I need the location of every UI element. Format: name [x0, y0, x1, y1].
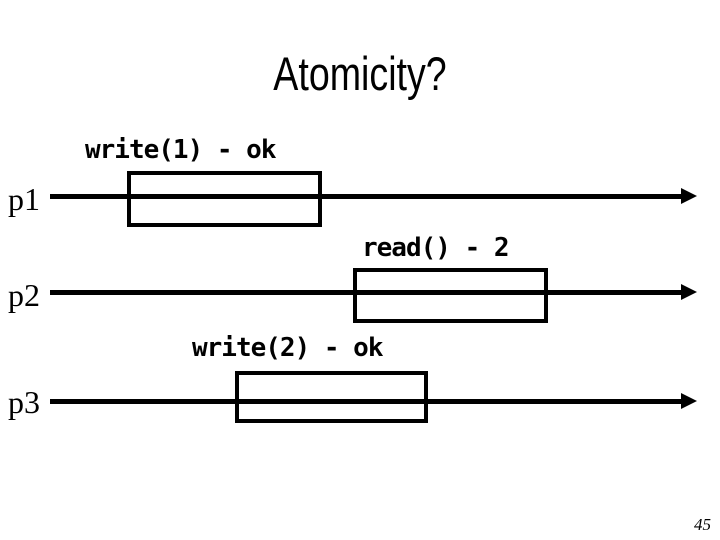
- slide-title: Atomicity?: [273, 47, 447, 100]
- timeline-p2: [50, 290, 683, 295]
- process-label-p3: p3: [8, 384, 40, 420]
- process-label-p2: p2: [8, 277, 40, 313]
- operation-label-write2: write(2) - ok: [192, 333, 383, 363]
- process-label-p1: p1: [8, 181, 40, 217]
- arrowhead-icon: [681, 284, 697, 300]
- operation-box-read: [353, 268, 548, 323]
- timeline-p1: [50, 194, 683, 199]
- operation-label-read: read() - 2: [362, 233, 510, 263]
- arrowhead-icon: [681, 188, 697, 204]
- timeline-p3: [50, 399, 683, 404]
- operation-box-write1: [127, 171, 322, 227]
- operation-box-write2: [235, 371, 428, 423]
- operation-label-write1: write(1) - ok: [85, 135, 276, 165]
- arrowhead-icon: [681, 393, 697, 409]
- page-number: 45: [694, 515, 711, 534]
